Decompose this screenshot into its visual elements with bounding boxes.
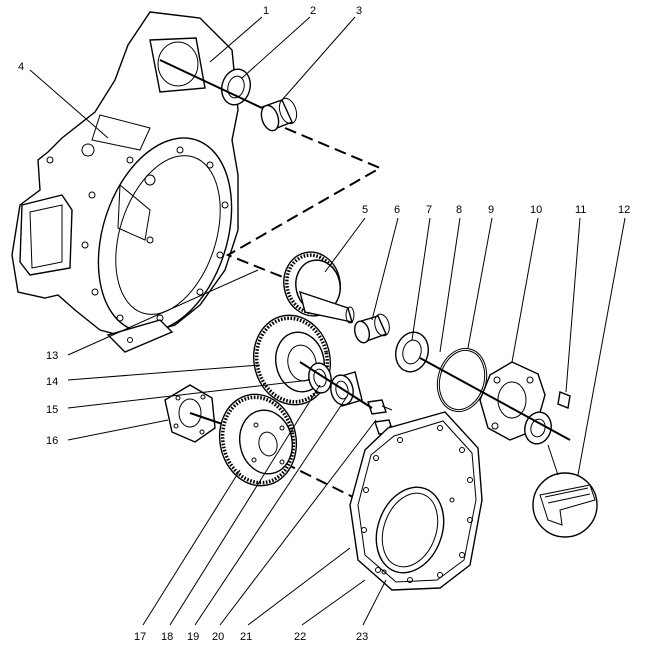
bearing	[353, 313, 390, 344]
drive-gear	[218, 393, 298, 487]
callout-13: 13	[46, 350, 58, 362]
hub	[330, 371, 363, 407]
bolt	[557, 391, 571, 409]
retainer-centerline	[419, 357, 571, 441]
callout-15: 15	[46, 404, 58, 416]
callout-14: 14	[46, 376, 58, 388]
front-cover	[349, 411, 483, 591]
idler-centerline	[299, 361, 373, 409]
lip-seal	[524, 411, 552, 445]
callout-7: 7	[426, 204, 432, 216]
callout-6: 6	[394, 204, 400, 216]
gear-shaft	[283, 251, 355, 324]
flywheel-housing	[11, 11, 239, 339]
callout-2: 2	[310, 5, 316, 17]
callout-23: 23	[356, 631, 368, 643]
callout-11: 11	[575, 204, 586, 216]
assembly-centerline	[159, 59, 263, 109]
callout-22: 22	[294, 631, 306, 643]
callout-4: 4	[18, 61, 24, 73]
callout-1: 1	[263, 5, 269, 17]
sleeve-bearing	[260, 97, 298, 132]
callout-17: 17	[134, 631, 146, 643]
callout-19: 19	[187, 631, 199, 643]
seal	[220, 68, 252, 106]
callout-3: 3	[356, 5, 362, 17]
thrust-washer	[395, 331, 429, 373]
callout-labels: 1 2 3 4 5 6 7 8 9 10 11 12 13 14 15 16 1…	[18, 5, 630, 643]
callout-5: 5	[362, 204, 368, 216]
callout-21: 21	[240, 631, 252, 643]
callout-10: 10	[530, 204, 542, 216]
callout-9: 9	[488, 204, 494, 216]
assembly-path-lower	[267, 454, 356, 499]
callout-12: 12	[618, 204, 630, 216]
assembly-path	[225, 127, 383, 281]
callout-8: 8	[456, 204, 462, 216]
callout-20: 20	[212, 631, 224, 643]
mounting-bracket	[106, 319, 174, 353]
leader-lines	[29, 16, 626, 626]
callout-16: 16	[46, 435, 58, 447]
seal-detail-view	[532, 472, 598, 538]
callout-18: 18	[161, 631, 173, 643]
